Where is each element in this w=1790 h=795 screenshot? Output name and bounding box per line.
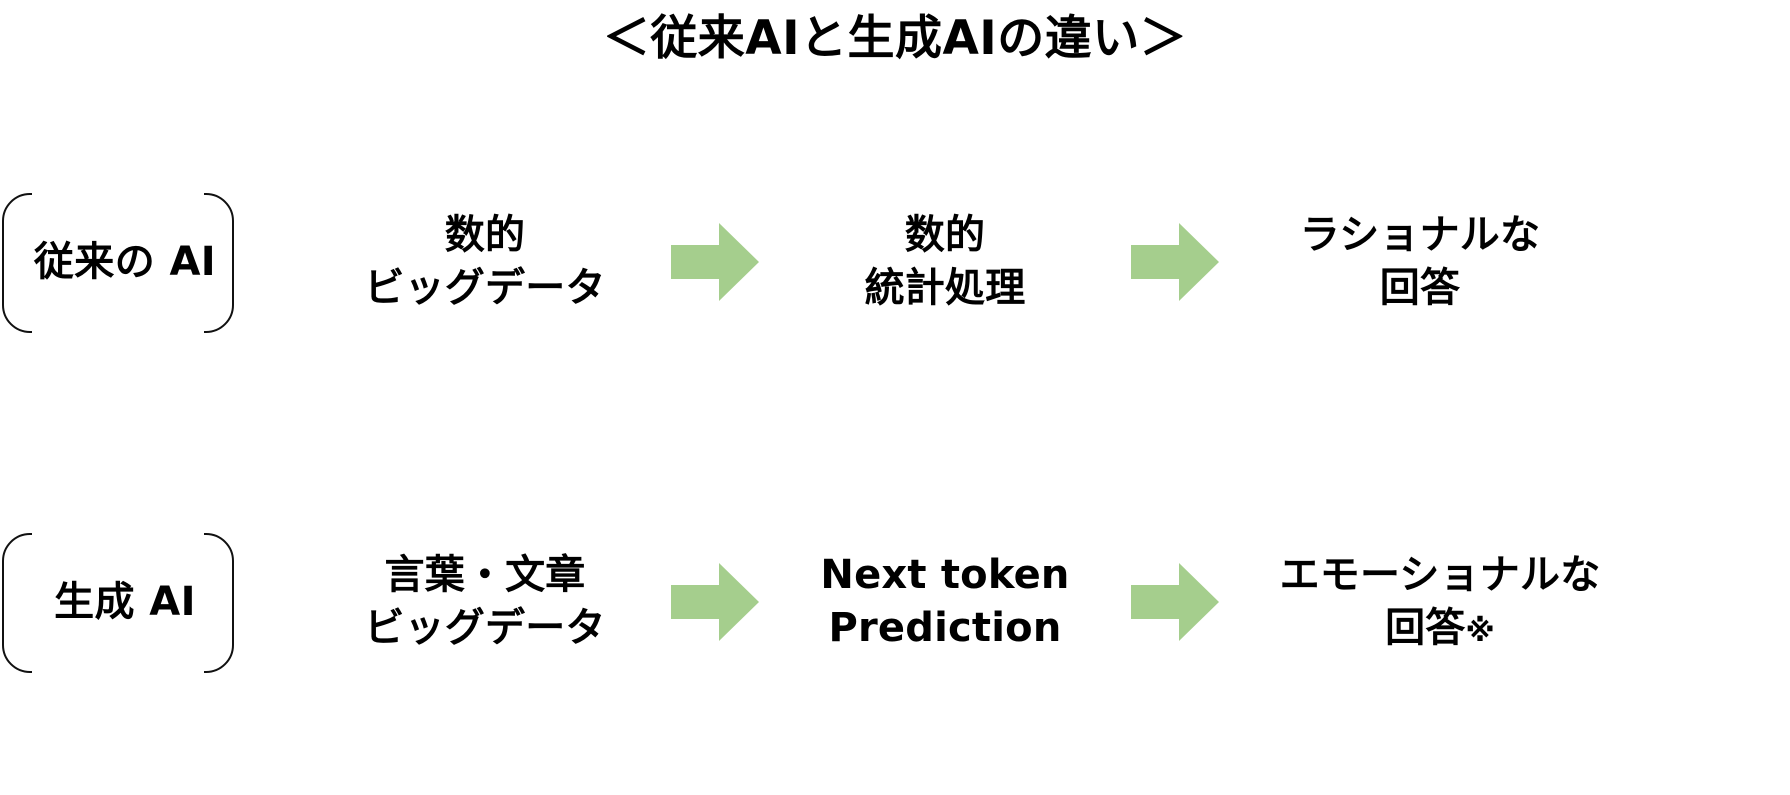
bracket-label-text: 従来の AI	[34, 236, 216, 289]
stage-output-generative-ai: エモーショナルな 回答※	[1240, 549, 1640, 655]
flow-arrow-1-generative-ai	[650, 563, 780, 641]
bracket-label-generative-ai: 生成 AI	[0, 525, 250, 680]
stage-line-2: ビッグデータ	[364, 605, 606, 651]
arrow-right-icon	[1131, 223, 1219, 301]
bracket-label-line-1: 生成	[54, 578, 135, 625]
stage-line-2-text: 回答	[1385, 605, 1466, 651]
stage-line-2-text: 回答	[1379, 265, 1461, 311]
flow-arrow-2-generative-ai	[1110, 563, 1240, 641]
stage-line-2: ビッグデータ	[364, 265, 606, 311]
stage-line-1: 数的	[904, 212, 986, 259]
flow-arrow-1-conventional-ai	[650, 223, 780, 301]
stage-output-conventional-ai: ラショナルな 回答	[1240, 209, 1600, 315]
stage-process-generative-ai: Next token Prediction	[780, 549, 1110, 655]
stage-input-generative-ai: 言葉・文章 ビッグデータ	[320, 549, 650, 655]
bracket-label-line-2: AI	[169, 238, 217, 285]
bracket-label-text: 生成 AI	[54, 576, 196, 629]
stage-line-2: Prediction	[828, 605, 1062, 651]
stage-line-1: 言葉・文章	[384, 552, 586, 599]
stage-line-2: 統計処理	[864, 265, 1026, 311]
stage-line-1: エモーショナルな	[1279, 552, 1601, 599]
stage-line-1: 数的	[444, 212, 526, 259]
stage-input-conventional-ai: 数的 ビッグデータ	[320, 209, 650, 315]
bracket-label-line-1: 従来の	[33, 238, 156, 285]
bracket-label-line-2: AI	[149, 578, 196, 625]
arrow-right-icon	[1131, 563, 1219, 641]
stage-line-2: 回答	[1240, 262, 1600, 315]
reference-mark: ※	[1465, 614, 1495, 649]
arrow-right-icon	[671, 563, 759, 641]
flow-row-conventional-ai: 従来の AI 数的 ビッグデータ 数的 統計処理 ラショナルな 回答	[0, 182, 1790, 342]
stage-line-1: Next token	[820, 552, 1070, 599]
stage-line-1: ラショナルな	[1299, 212, 1541, 259]
flow-row-generative-ai: 生成 AI 言葉・文章 ビッグデータ Next token Prediction…	[0, 522, 1790, 682]
stage-line-2: 回答※	[1240, 602, 1640, 655]
bracket-label-conventional-ai: 従来の AI	[0, 185, 250, 340]
page-title: ＜従来AIと生成AIの違い＞	[602, 11, 1188, 66]
stage-process-conventional-ai: 数的 統計処理	[780, 209, 1110, 315]
flow-arrow-2-conventional-ai	[1110, 223, 1240, 301]
arrow-right-icon	[671, 223, 759, 301]
